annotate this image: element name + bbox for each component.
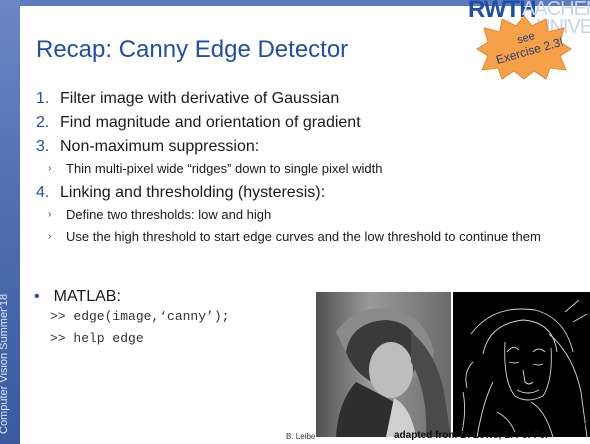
step-text: Non-maximum suppression: (60, 138, 260, 155)
step-4: 4. Linking and thresholding (hysteresis): (36, 182, 586, 204)
step-3: 3. Non-maximum suppression: (36, 136, 586, 158)
sidebar: Computer Vision Summer'18 (0, 0, 20, 444)
step-number: 2. (36, 114, 50, 131)
exercise-callout: see Exercise 2.3! (476, 14, 572, 80)
matlab-label: MATLAB: (53, 288, 121, 305)
edge-map (453, 292, 590, 437)
logo-rwth-text: RWTH (468, 0, 537, 23)
step-text: Find magnitude and orientation of gradie… (60, 114, 361, 131)
footer-credit: adapted from D. Lowe, L. Fei-Fei (394, 430, 548, 441)
slide-number: 7 (583, 418, 589, 428)
bullet-arrow-icon: › (48, 209, 52, 220)
portrait-image (316, 292, 451, 437)
step-number: 4. (36, 184, 50, 201)
bullet-arrow-icon: › (48, 231, 52, 242)
step-number: 3. (36, 138, 50, 155)
input-photo (316, 292, 451, 437)
matlab-section: • MATLAB: >> edge(image,‘canny’); >> help… (34, 288, 229, 350)
slide-title: Recap: Canny Edge Detector (36, 36, 349, 63)
footer-author: B. Leibe (286, 432, 316, 441)
step-3-sub-1: › Thin multi-pixel wide “ridges” down to … (36, 160, 586, 178)
course-label: Computer Vision Summer'18 (0, 293, 10, 434)
code-line-2: >> help edge (50, 331, 144, 346)
step-1: 1. Filter image with derivative of Gaussi… (36, 88, 586, 110)
rwth-logo: RWTH AACHEN UNIVERSITY (462, 0, 590, 40)
step-text: Linking and thresholding (hysteresis): (60, 184, 326, 201)
edge-result-image (453, 292, 590, 437)
steps-list: 1. Filter image with derivative of Gaussi… (36, 88, 586, 250)
step-4-sub-1: › Define two thresholds: low and high (36, 206, 586, 224)
step-2: 2. Find magnitude and orientation of grad… (36, 112, 586, 134)
sub-text: Use the high threshold to start edge cur… (66, 229, 541, 244)
step-4-sub-2: › Use the high threshold to start edge cu… (36, 228, 586, 246)
step-text: Filter image with derivative of Gaussian (60, 90, 340, 107)
bullet-dot-icon: • (34, 288, 40, 305)
bullet-arrow-icon: › (48, 163, 52, 174)
code-line-1: >> edge(image,‘canny’); (50, 309, 230, 324)
top-accent-bar (20, 0, 590, 6)
sub-text: Define two thresholds: low and high (66, 207, 272, 222)
starburst-icon (476, 15, 572, 80)
matlab-heading: • MATLAB: (34, 288, 229, 306)
sub-text: Thin multi-pixel wide “ridges” down to s… (66, 161, 383, 176)
step-number: 1. (36, 90, 50, 107)
logo-aachen-text: AACHEN (522, 0, 590, 20)
